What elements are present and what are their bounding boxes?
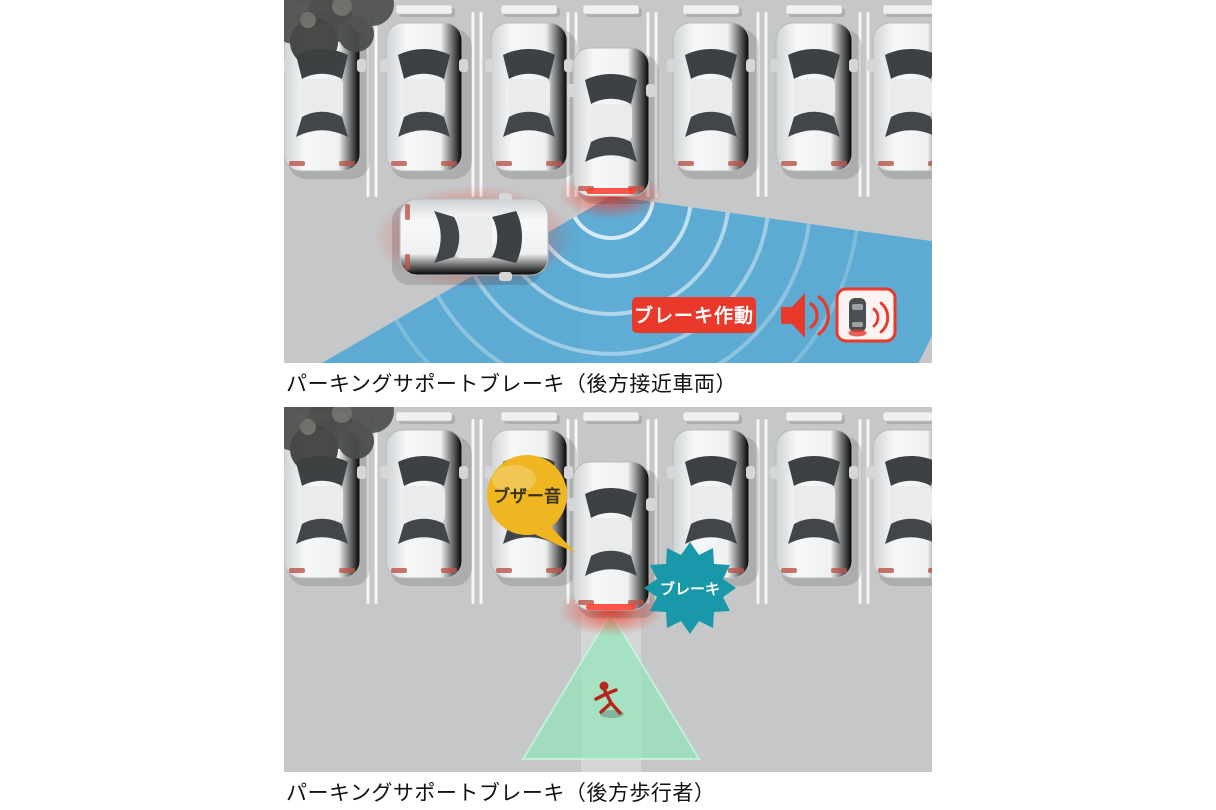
figure-rear-vehicle: ブレーキ作動 (284, 0, 932, 407)
brake-burst: ブレーキ (644, 542, 736, 635)
brake-activation-badge: ブレーキ作動 (632, 297, 756, 333)
figure1-caption: パーキングサポートブレーキ（後方接近車両） (286, 373, 737, 396)
wheel-stops (290, 4, 932, 17)
parked-car (484, 22, 578, 180)
wheel-stops (290, 411, 932, 425)
scene-rear-pedestrian: ブザー音 ブレーキ (284, 407, 932, 773)
tree (284, 0, 394, 66)
buzzer-bubble-label: ブザー音 (493, 486, 561, 506)
parked-car (379, 429, 473, 587)
scene-rear-approaching-vehicle: ブレーキ作動 (284, 0, 932, 363)
parked-car (866, 22, 932, 180)
pedestrian-detection-zone (521, 611, 701, 761)
radar-fan (321, 196, 932, 363)
parked-car (666, 22, 760, 180)
figure2-caption: パーキングサポートブレーキ（後方歩行者） (286, 782, 716, 806)
brake-burst-label: ブレーキ (660, 580, 720, 598)
buzzer-bubble: ブザー音 (487, 455, 576, 554)
radar-arcs (394, 201, 859, 363)
speaker-icon (781, 293, 830, 338)
vehicle-buzzer-icon (835, 287, 897, 343)
reversing-car (559, 47, 663, 220)
reversing-car (559, 461, 663, 637)
approaching-car (374, 185, 574, 289)
pedestrian (594, 681, 624, 719)
tree (284, 407, 394, 474)
parked-car (379, 22, 473, 180)
figure-column: ブレーキ作動 (284, 0, 932, 810)
brake-badge-label: ブレーキ作動 (634, 304, 754, 327)
parked-car (769, 22, 863, 180)
parked-car (866, 429, 932, 587)
figure-rear-pedestrian: ブザー音 ブレーキ パーキングサポートブレーキ（後方歩行者） (284, 407, 932, 810)
parked-car (769, 429, 863, 587)
